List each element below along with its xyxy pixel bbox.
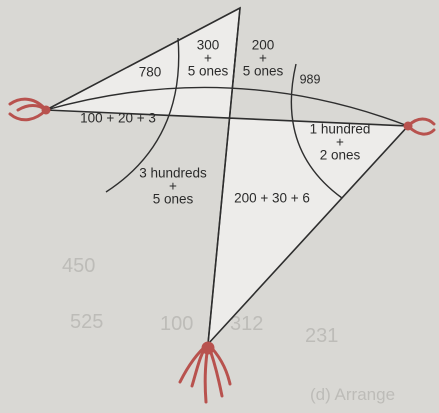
section-left: 100 + 20 + 3	[80, 110, 156, 126]
section-top-left: 780	[138, 64, 162, 80]
faded-background-text: 450 525 100 312 231 (d) Arrange	[62, 255, 395, 404]
section-top-right: 989	[299, 72, 321, 87]
section-bottom-left-line-1: 3 hundreds	[139, 165, 207, 181]
section-bottom-left-line-3: 5 ones	[152, 191, 194, 207]
right-arc	[290, 63, 343, 199]
left-arc	[105, 37, 180, 193]
section-bottom-right-line-1: 200 + 30 + 6	[234, 190, 310, 206]
section-top-mid-left: 300 + 5 ones	[187, 37, 229, 79]
section-right: 1 hundred + 2 ones	[309, 121, 371, 163]
bottom-ribbon	[178, 341, 232, 404]
section-top-mid-right-line-3: 5 ones	[242, 63, 284, 79]
section-top-mid-right-line-1: 200	[251, 37, 275, 53]
faded-text-5: (d) Arrange	[310, 385, 395, 404]
faded-text-0: 450	[62, 255, 95, 277]
section-bottom-right: 200 + 30 + 6	[234, 190, 310, 206]
section-top-mid-left-line-2: +	[204, 50, 212, 66]
section-top-left-line-1: 780	[138, 64, 162, 80]
section-bottom-left-line-2: +	[169, 178, 177, 194]
faded-text-3: 312	[230, 313, 263, 335]
section-left-line-1: 100 + 20 + 3	[80, 110, 156, 126]
left-ribbon	[8, 97, 51, 122]
kite-dividers	[45, 7, 409, 345]
section-top-right-line-1: 989	[299, 72, 321, 87]
section-top-mid-left-line-3: 5 ones	[187, 63, 229, 79]
faded-text-1: 525	[70, 311, 103, 333]
section-bottom-left: 3 hundreds + 5 ones	[139, 165, 207, 207]
section-right-line-3: 2 ones	[319, 147, 361, 163]
faded-text-4: 231	[305, 325, 338, 347]
cross-arc	[45, 86, 409, 127]
section-top-mid-right: 200 + 5 ones	[242, 37, 284, 79]
faded-text-2: 100	[160, 313, 193, 335]
section-top-mid-left-line-1: 300	[196, 37, 220, 53]
section-right-line-1: 1 hundred	[309, 121, 371, 137]
top-divider	[232, 37, 238, 83]
right-ribbon	[403, 117, 436, 136]
section-top-mid-right-line-2: +	[259, 50, 267, 66]
section-right-line-2: +	[336, 134, 344, 150]
